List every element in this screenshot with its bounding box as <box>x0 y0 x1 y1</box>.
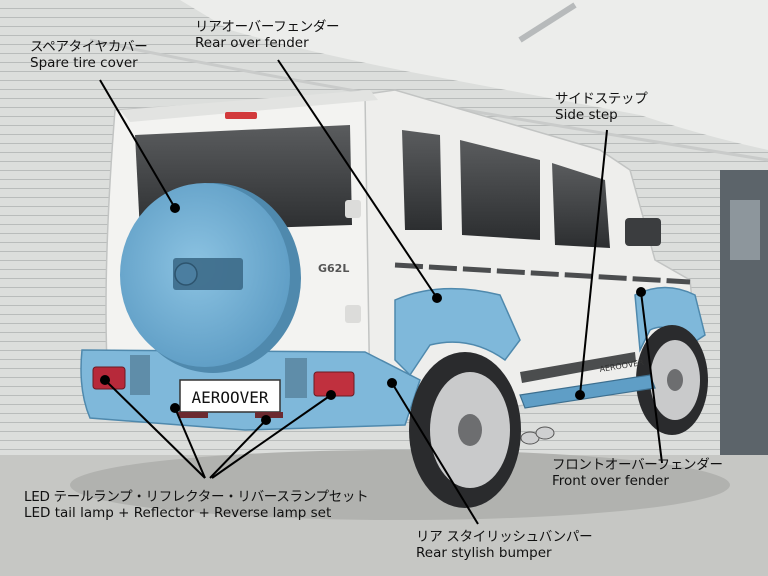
rear-over-fender <box>394 287 521 377</box>
badge: G62L <box>318 262 349 275</box>
led-lamp-set-label: LED テールランプ・リフレクター・リバースランプセット LED tail la… <box>24 489 369 522</box>
rear-stylish-bumper-label-en: Rear stylish bumper <box>416 544 552 561</box>
leader-dots <box>100 203 646 425</box>
rear-wheel <box>409 352 521 508</box>
side-step <box>519 374 656 409</box>
side-step-label-jp: サイドステップ <box>555 91 648 107</box>
license-plate-text: AEROOVER <box>191 388 268 407</box>
spare-tire-cover-label-en: Spare tire cover <box>30 54 138 71</box>
rear-over-fender-label-jp: リアオーバーフェンダー <box>195 19 340 35</box>
front-over-fender-label-en: Front over fender <box>552 472 669 489</box>
rear-stylish-bumper-label: リア スタイリッシュバンパー Rear stylish bumper <box>416 529 593 562</box>
rear-over-fender-label: リアオーバーフェンダー Rear over fender <box>195 19 340 52</box>
side-window-front <box>552 163 610 248</box>
third-brake-light <box>225 112 257 119</box>
side-window-mid <box>460 140 540 240</box>
led-lamp-set-label-en: LED tail lamp + Reflector + Reverse lamp… <box>24 504 332 521</box>
spare-tire-cover <box>120 183 301 373</box>
spare-tire-cover-label-jp: スペアタイヤカバー <box>30 39 148 55</box>
side-mirror <box>625 218 661 246</box>
led-lamp-set-label-jp: LED テールランプ・リフレクター・リバースランプセット <box>24 489 369 505</box>
side-step-label-en: Side step <box>555 106 618 123</box>
leader-lines <box>99 59 663 525</box>
rear-stylish-bumper-label-jp: リア スタイリッシュバンパー <box>416 529 593 545</box>
spare-tire-cover-label: スペアタイヤカバー Spare tire cover <box>30 39 148 72</box>
side-step-label: サイドステップ Side step <box>555 91 648 124</box>
side-window-rear <box>402 130 442 230</box>
front-over-fender-label-jp: フロントオーバーフェンダー <box>552 457 723 473</box>
front-wheel <box>636 325 708 435</box>
license-plate <box>179 379 281 413</box>
front-over-fender-label: フロントオーバーフェンダー Front over fender <box>552 457 723 490</box>
rear-over-fender-label-en: Rear over fender <box>195 34 309 51</box>
side-decal-stripe <box>520 352 636 383</box>
